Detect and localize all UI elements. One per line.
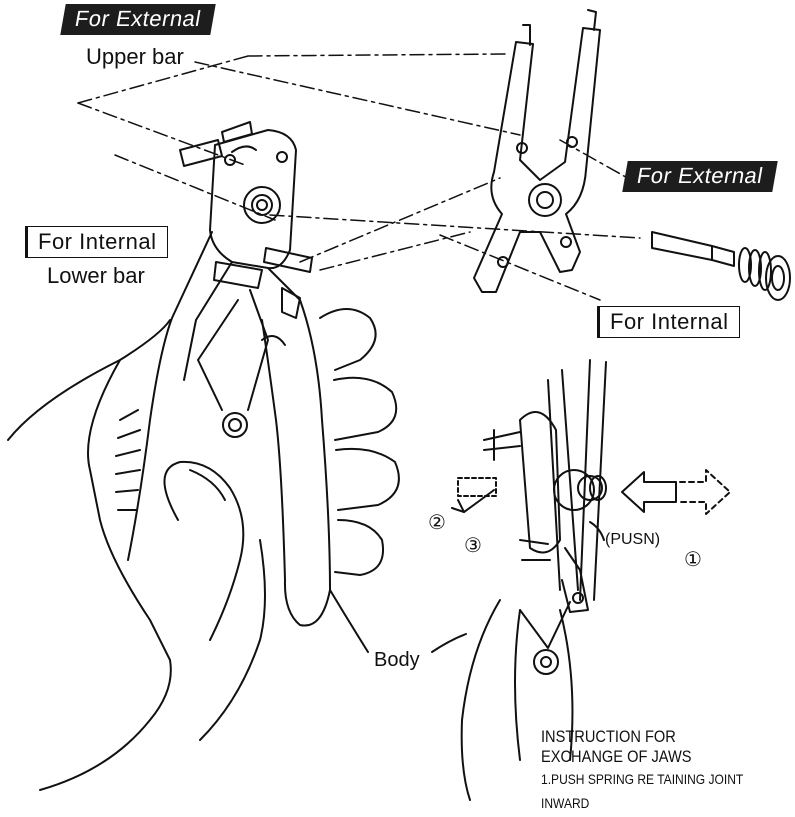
body-leader-line <box>329 589 369 653</box>
for-external-right-label: For External <box>622 161 778 192</box>
main-pliers <box>127 121 331 627</box>
for-internal-left-text: For Internal <box>38 229 157 254</box>
push-note: (PUSN) <box>605 531 661 548</box>
for-internal-right-text: For Internal <box>610 309 729 334</box>
step-1-marker: ① <box>684 549 702 571</box>
retaining-joint <box>651 231 791 301</box>
exchange-jaws <box>473 9 601 293</box>
for-internal-right-label: For Internal <box>597 306 740 338</box>
step-3-marker: ③ <box>464 535 482 557</box>
lower-bar-label: Lower bar <box>47 263 145 288</box>
instruction-line-2: EXCHANGE OF JAWS <box>541 747 692 766</box>
instruction-line-4: INWARD <box>541 795 590 811</box>
step-2-marker: ② <box>428 512 446 534</box>
for-external-top-label: For External <box>60 4 216 35</box>
for-external-top-text: For External <box>72 6 204 31</box>
for-external-right-text: For External <box>634 163 766 188</box>
hand <box>7 308 400 791</box>
guide-lines <box>77 53 641 301</box>
exchange-detail <box>431 359 731 801</box>
instruction-line-1: INSTRUCTION FOR <box>541 727 676 746</box>
for-internal-left-label: For Internal <box>25 226 168 258</box>
upper-bar-label: Upper bar <box>86 44 184 69</box>
body-label: Body <box>374 649 420 671</box>
instruction-line-3: 1.PUSH SPRING RE TAINING JOINT <box>541 771 744 787</box>
instruction-block: INSTRUCTION FOR EXCHANGE OF JAWS 1.PUSH … <box>541 727 759 815</box>
